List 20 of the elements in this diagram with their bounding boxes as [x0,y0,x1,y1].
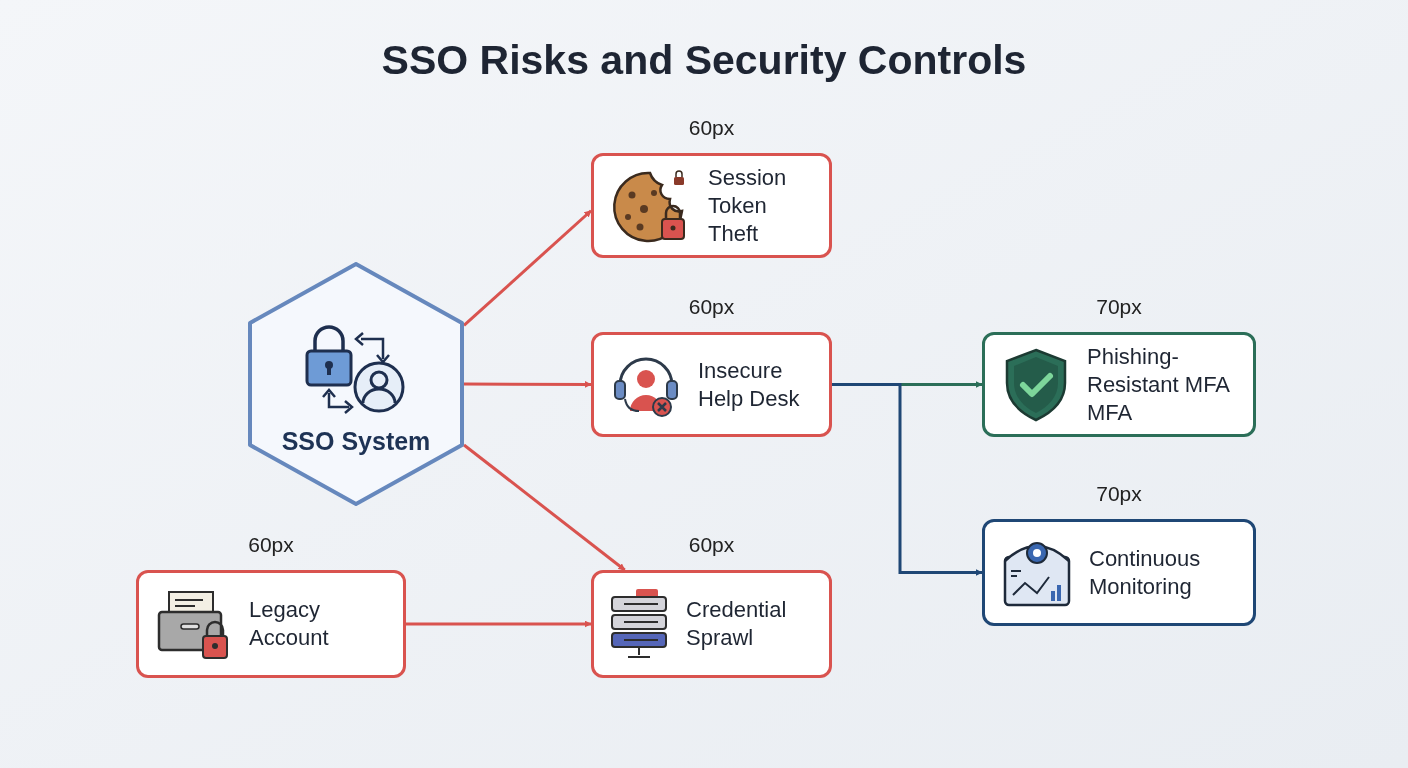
node-label: Legacy Account [249,596,330,652]
size-label: 60px [687,532,736,558]
size-label: 70px [1095,294,1143,320]
node-label: Credential Sprawl [686,596,788,652]
node-label: Insecure Help Desk [698,356,801,413]
arrow [464,381,592,388]
hexagon-node [248,262,464,506]
node-label: Continuous Monitoring [1089,544,1202,601]
arrow [832,383,983,576]
arrow [463,209,592,327]
diagram-title: SSO Risks and Security Controls [380,36,1028,85]
size-label: 60px [247,532,295,558]
size-label: 70px [1095,481,1143,507]
arrow [406,620,592,628]
size-label: 60px [687,115,736,141]
arrow [463,443,626,572]
node-label: Phishing-Resistant MFA MFA [1087,342,1231,427]
node-label: Session Token Theft [708,163,788,248]
node-label: SSO System [281,426,431,458]
size-label: 60px [687,294,736,320]
